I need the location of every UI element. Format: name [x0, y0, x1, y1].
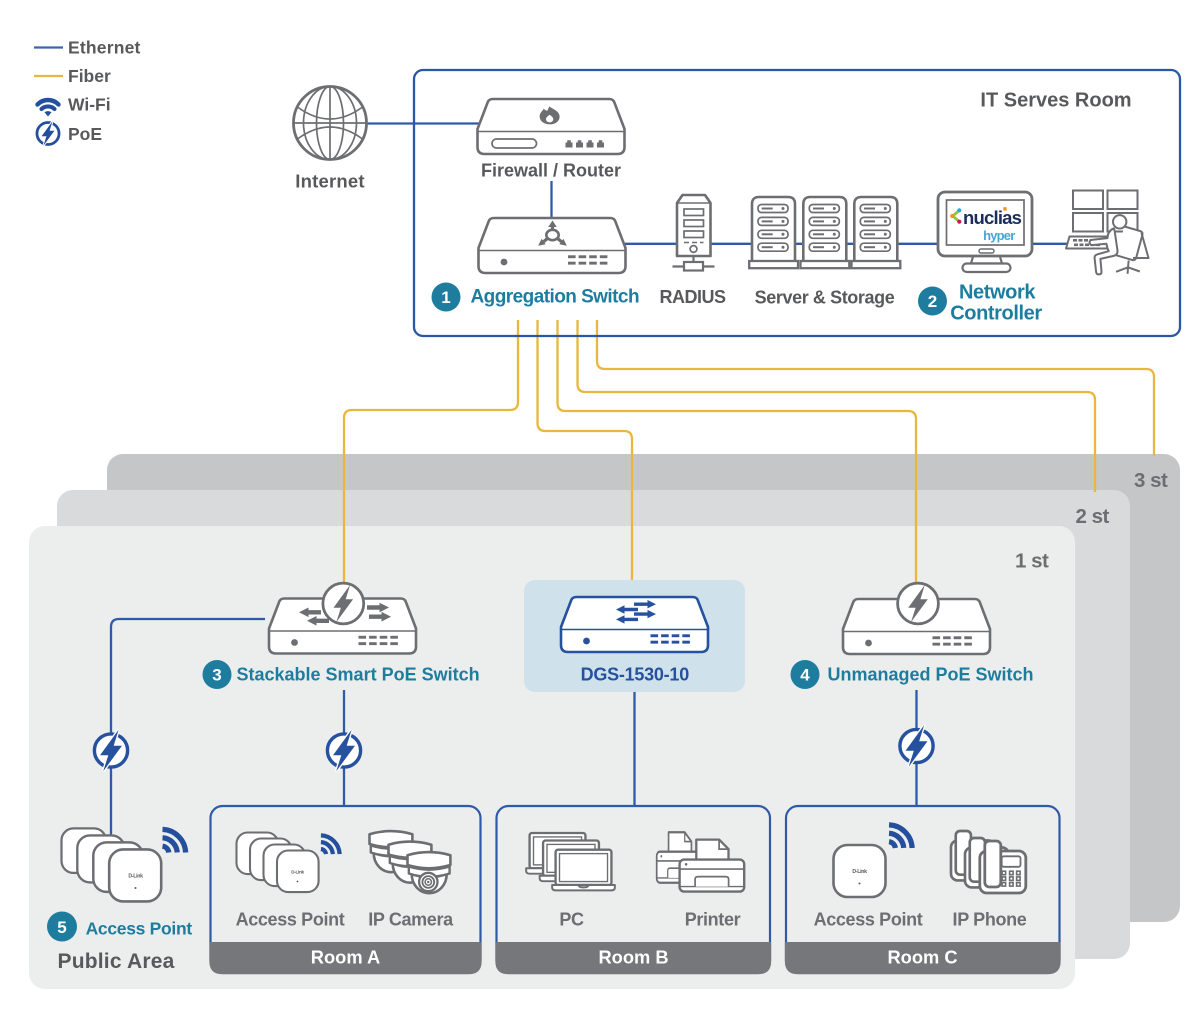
svg-text:D-Link: D-Link [291, 870, 304, 875]
svg-text:Access Point: Access Point [86, 919, 193, 939]
svg-text:Room C: Room C [887, 947, 957, 968]
svg-text:Network: Network [959, 282, 1036, 304]
svg-text:hyper: hyper [983, 228, 1015, 243]
svg-text:Firewall / Router: Firewall / Router [481, 161, 621, 181]
svg-text:3 st: 3 st [1134, 469, 1168, 492]
svg-text:1 st: 1 st [1015, 550, 1049, 573]
svg-text:5: 5 [57, 918, 66, 937]
svg-text:PoE: PoE [68, 124, 102, 144]
svg-text:1: 1 [441, 288, 450, 307]
svg-text:Internet: Internet [295, 171, 364, 192]
svg-text:D-Link: D-Link [128, 874, 143, 880]
svg-text:D-Link: D-Link [852, 869, 867, 875]
svg-text:Unmanaged PoE Switch: Unmanaged PoE Switch [828, 665, 1034, 685]
svg-text:IT Serves Room: IT Serves Room [980, 90, 1131, 112]
svg-text:DGS-1530-10: DGS-1530-10 [581, 665, 690, 685]
svg-text:3: 3 [212, 666, 221, 685]
svg-text:Printer: Printer [685, 910, 741, 930]
svg-text:Room B: Room B [598, 947, 668, 968]
svg-text:Access Point: Access Point [814, 910, 923, 930]
svg-text:Server & Storage: Server & Storage [755, 288, 895, 308]
svg-text:RADIUS: RADIUS [659, 287, 725, 307]
svg-text:Room A: Room A [311, 947, 380, 968]
svg-text:Controller: Controller [950, 303, 1042, 325]
svg-text:4: 4 [800, 666, 810, 685]
svg-text:Aggregation Switch: Aggregation Switch [471, 287, 640, 308]
svg-text:Stackable Smart PoE Switch: Stackable Smart PoE Switch [237, 665, 480, 685]
svg-text:2: 2 [928, 292, 937, 311]
svg-text:nuclias: nuclias [963, 207, 1022, 228]
svg-text:2 st: 2 st [1076, 505, 1110, 528]
svg-text:Ethernet: Ethernet [68, 38, 141, 58]
svg-text:Public Area: Public Area [58, 950, 175, 973]
svg-text:IP Phone: IP Phone [953, 910, 1027, 930]
svg-text:PC: PC [559, 910, 584, 930]
svg-text:Wi-Fi: Wi-Fi [68, 95, 111, 115]
svg-text:IP Camera: IP Camera [368, 910, 454, 930]
svg-text:Fiber: Fiber [68, 66, 111, 86]
svg-text:Access Point: Access Point [236, 910, 345, 930]
